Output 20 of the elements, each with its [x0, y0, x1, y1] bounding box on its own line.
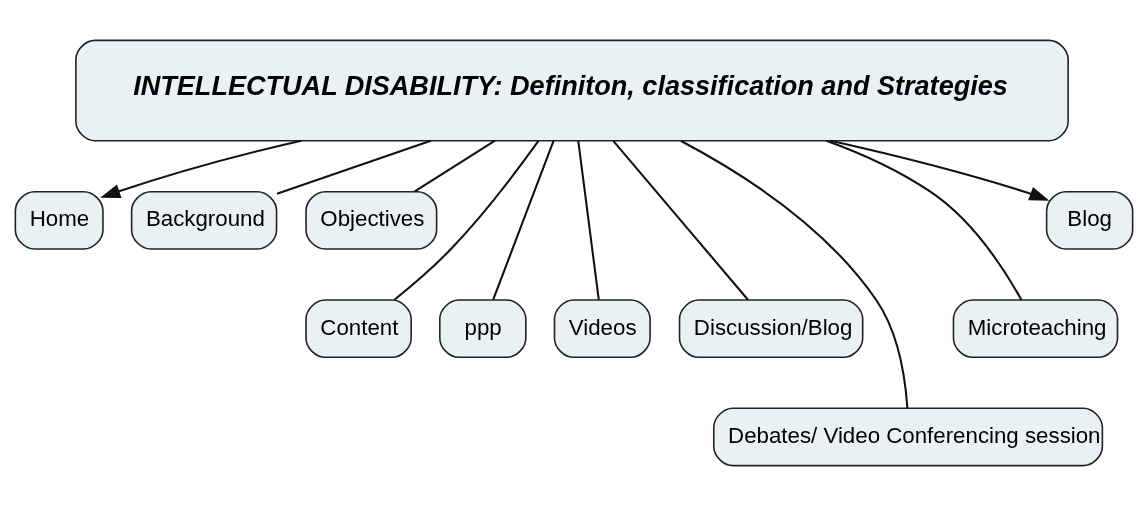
- connector: [393, 140, 540, 301]
- arrow: [830, 139, 1050, 201]
- node-box: Microteaching: [952, 299, 1119, 359]
- connector: [414, 139, 496, 193]
- node-box: Videos: [553, 299, 651, 359]
- connector: [612, 140, 749, 301]
- node-box: Blog: [1045, 190, 1134, 250]
- node-box: Objectives: [305, 190, 438, 250]
- node-box: Background: [130, 190, 278, 250]
- node-box: Content: [305, 299, 412, 359]
- connector: [825, 139, 1023, 301]
- node-box: Debates/ Video Conferencing session: [712, 407, 1104, 467]
- connector: [577, 140, 600, 300]
- node-box: INTELLECTUAL DISABILITY: Definiton, classification and Strategies: [75, 39, 1069, 142]
- node-box: ppp: [439, 299, 527, 359]
- node-box: Discussion/Blog: [678, 299, 864, 359]
- connector: [492, 140, 555, 301]
- arrow: [100, 139, 302, 198]
- node-box: Home: [14, 190, 104, 250]
- connector: [276, 139, 432, 195]
